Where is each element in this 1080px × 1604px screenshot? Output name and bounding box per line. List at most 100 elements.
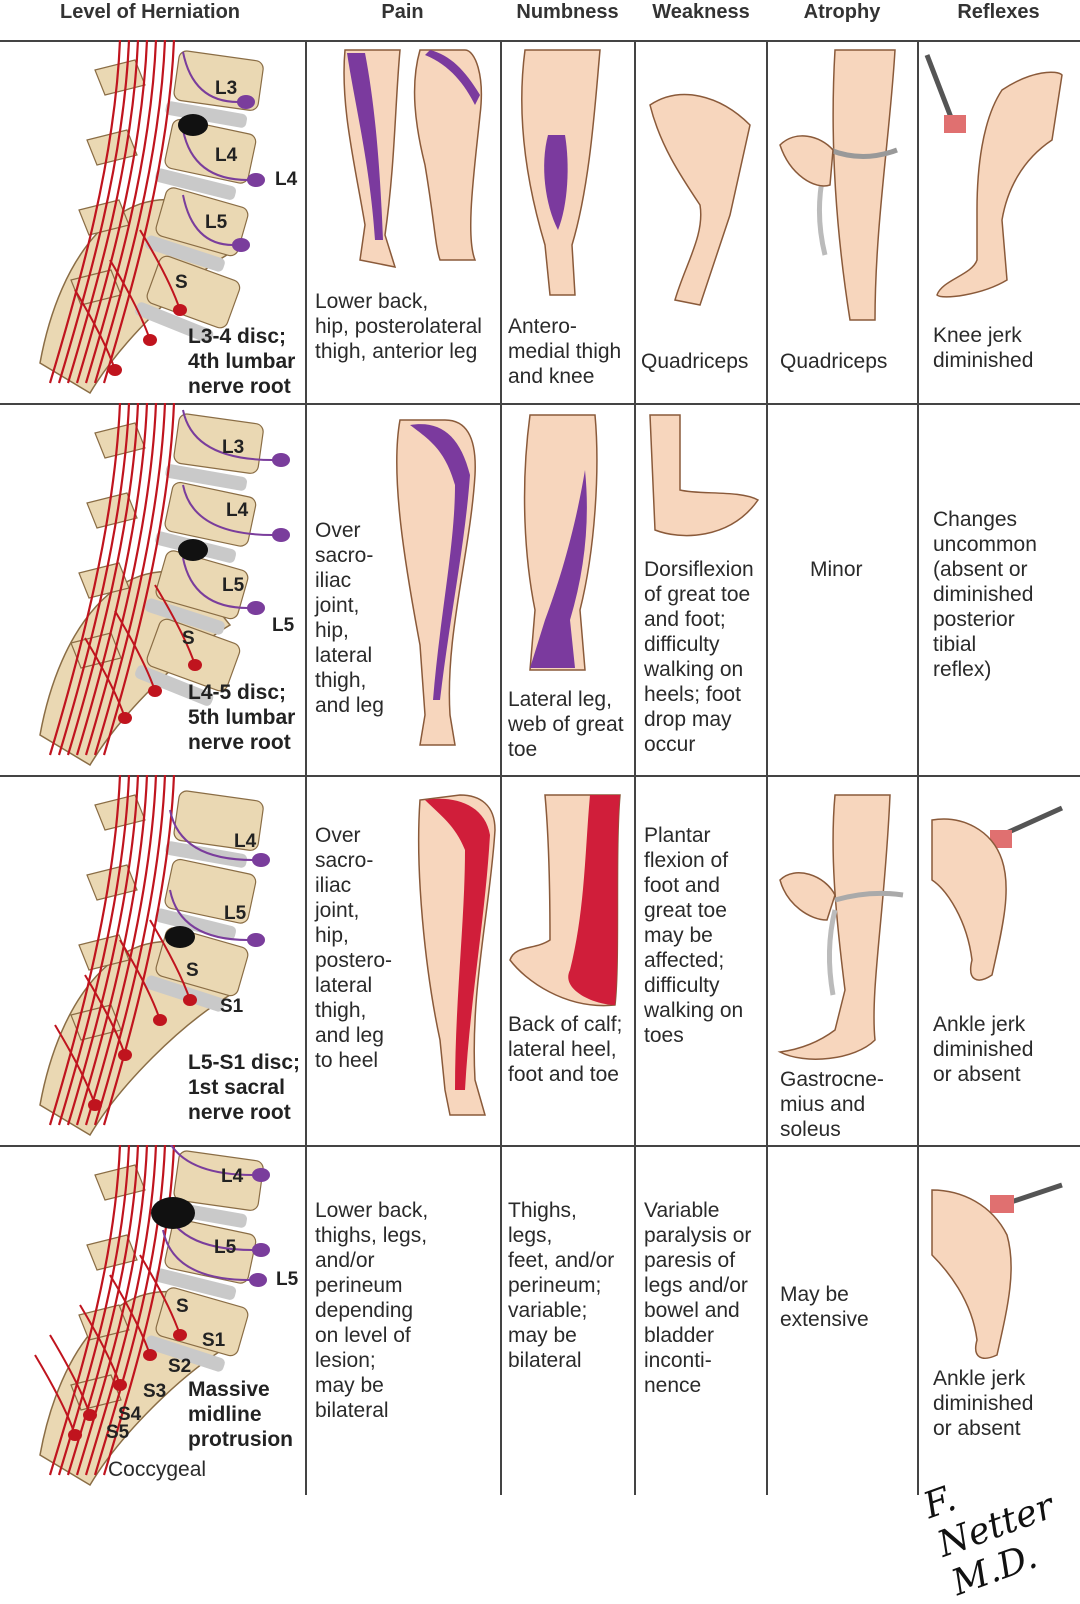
intervertebral-disc: [155, 1268, 237, 1300]
nerve-root: [169, 809, 254, 861]
spinous-process: [94, 794, 146, 831]
numbness-text: Thighs, legs, feet, and/or perineum; var…: [508, 1199, 615, 1372]
vertebral-body: [146, 255, 241, 329]
label-s2: S2: [168, 1356, 192, 1377]
nerve-root: [102, 403, 176, 756]
spinous-process: [86, 1234, 138, 1271]
numbness-text: Antero- medial thigh and knee: [508, 315, 622, 388]
pain-leg-illustration: [396, 419, 476, 746]
vertebral-body: [173, 50, 264, 111]
vertebral-body: [155, 187, 249, 257]
nerve-root: [48, 403, 122, 756]
nerve-root: [119, 939, 161, 1021]
dorsal-root-ganglion: [148, 685, 162, 697]
nerve-root: [75, 403, 149, 756]
disc-herniation: [151, 1197, 195, 1229]
atrophy-text: Quadriceps: [780, 350, 888, 373]
intervertebral-disc: [145, 975, 225, 1012]
label-l5: L5: [214, 1237, 237, 1258]
nerve-root: [66, 403, 140, 756]
label-s1: S1: [220, 996, 244, 1017]
dorsal-root-ganglion: [173, 304, 187, 316]
nerve-root: [66, 40, 140, 384]
pain-leg-illustration: [417, 794, 496, 1116]
nerve-root: [139, 1254, 181, 1336]
divider: [766, 40, 768, 1495]
nerve-root: [114, 610, 156, 692]
numbness-leg-illustration: [509, 794, 621, 1007]
pain-leg-illustration: [343, 49, 483, 268]
dorsal-root-ganglion: [118, 1049, 132, 1061]
divider: [0, 40, 1080, 42]
divider: [500, 40, 502, 1495]
level-caption: L4-5 disc; 5th lumbar nerve root: [188, 681, 296, 754]
nerve-root: [34, 1354, 76, 1436]
label-l4: L4: [221, 1166, 244, 1187]
pain-text: Over sacro- iliac joint, hip, postero- l…: [315, 824, 393, 1072]
header-reflexes: Reflexes: [957, 1, 1040, 23]
nerve-root: [102, 1145, 176, 1476]
intervertebral-disc: [145, 1335, 225, 1372]
dorsal-root-ganglion: [252, 1168, 270, 1182]
dorsal-root-ganglion: [83, 1409, 97, 1421]
label-l5: L5: [222, 575, 245, 596]
label-s4: S4: [118, 1404, 142, 1425]
reflexes-text: Knee jerk diminished: [933, 324, 1034, 372]
vertebral-body: [164, 118, 257, 184]
label-l4: L4: [234, 831, 257, 852]
vertebral-body: [146, 618, 241, 692]
nerve-root: [74, 289, 116, 371]
pain-text: Lower back, thighs, legs, and/or perineu…: [315, 1199, 429, 1422]
atrophy-text: Gastrocne- mius and soleus: [780, 1068, 884, 1141]
pain-text: Lower back, hip, posterolateral thigh, a…: [315, 290, 482, 363]
netter-signature: F. Netter M.D.: [918, 1477, 1060, 1604]
vertebral-body: [173, 790, 264, 851]
label-s: S: [182, 628, 195, 649]
intervertebral-disc: [165, 464, 247, 491]
nerve-root: [170, 1145, 254, 1176]
nerve-root: [48, 775, 122, 1126]
nerve-root: [149, 919, 191, 1001]
spine-illustration-l5-s1: [39, 775, 270, 1137]
nerve-root: [102, 40, 176, 384]
dorsal-root-ganglion: [88, 1099, 102, 1111]
intervertebral-disc: [165, 101, 247, 128]
label-l4: L4: [215, 145, 238, 166]
intervertebral-disc: [135, 302, 214, 343]
nerve-root: [162, 1229, 251, 1281]
label-coccygeal: Coccygeal: [108, 1458, 207, 1481]
weakness-leg-illustration: [649, 93, 751, 306]
nerve-root: [182, 129, 249, 181]
nerve-root: [182, 409, 274, 461]
dorsal-root-ganglion: [143, 334, 157, 346]
dorsal-root-ganglion: [272, 453, 290, 467]
weakness-text: Variable paralysis or paresis of legs an…: [644, 1199, 752, 1397]
header-numbness: Numbness: [516, 1, 619, 23]
label-s5: S5: [106, 1422, 130, 1443]
dorsal-root-ganglion: [108, 364, 122, 376]
dorsal-root-ganglion: [247, 173, 265, 187]
spinous-process: [86, 129, 138, 166]
atrophy-text: May be extensive: [780, 1283, 869, 1331]
label-l5-root: L5: [276, 1269, 299, 1290]
label-l3: L3: [222, 437, 245, 458]
atrophy-calf-measure-illustration: [777, 794, 904, 1060]
label-l4-root: L4: [275, 169, 298, 190]
dorsal-root-ganglion: [247, 601, 265, 615]
intervertebral-disc: [145, 235, 225, 272]
spinous-process: [94, 1164, 146, 1201]
nerve-root: [84, 974, 126, 1056]
intervertebral-disc: [155, 908, 237, 940]
reflex-ankle-illustration: [931, 805, 1064, 981]
atrophy-text: Minor: [810, 558, 863, 581]
spinous-process: [94, 422, 146, 459]
nerve-root: [79, 1304, 121, 1386]
level-caption: L5-S1 disc; 1st sacral nerve root: [188, 1051, 301, 1124]
weakness-text: Dorsiflexion of great toe and foot; diff…: [644, 558, 754, 756]
divider: [305, 40, 307, 1495]
pain-text: Over sacro- iliac joint, hip, lateral th…: [315, 519, 384, 717]
disc-herniation: [178, 114, 208, 136]
reflexes-text: Changes uncommon (absent or diminished p…: [933, 508, 1037, 681]
divider: [0, 1145, 1080, 1147]
nerve-root: [75, 1145, 149, 1476]
